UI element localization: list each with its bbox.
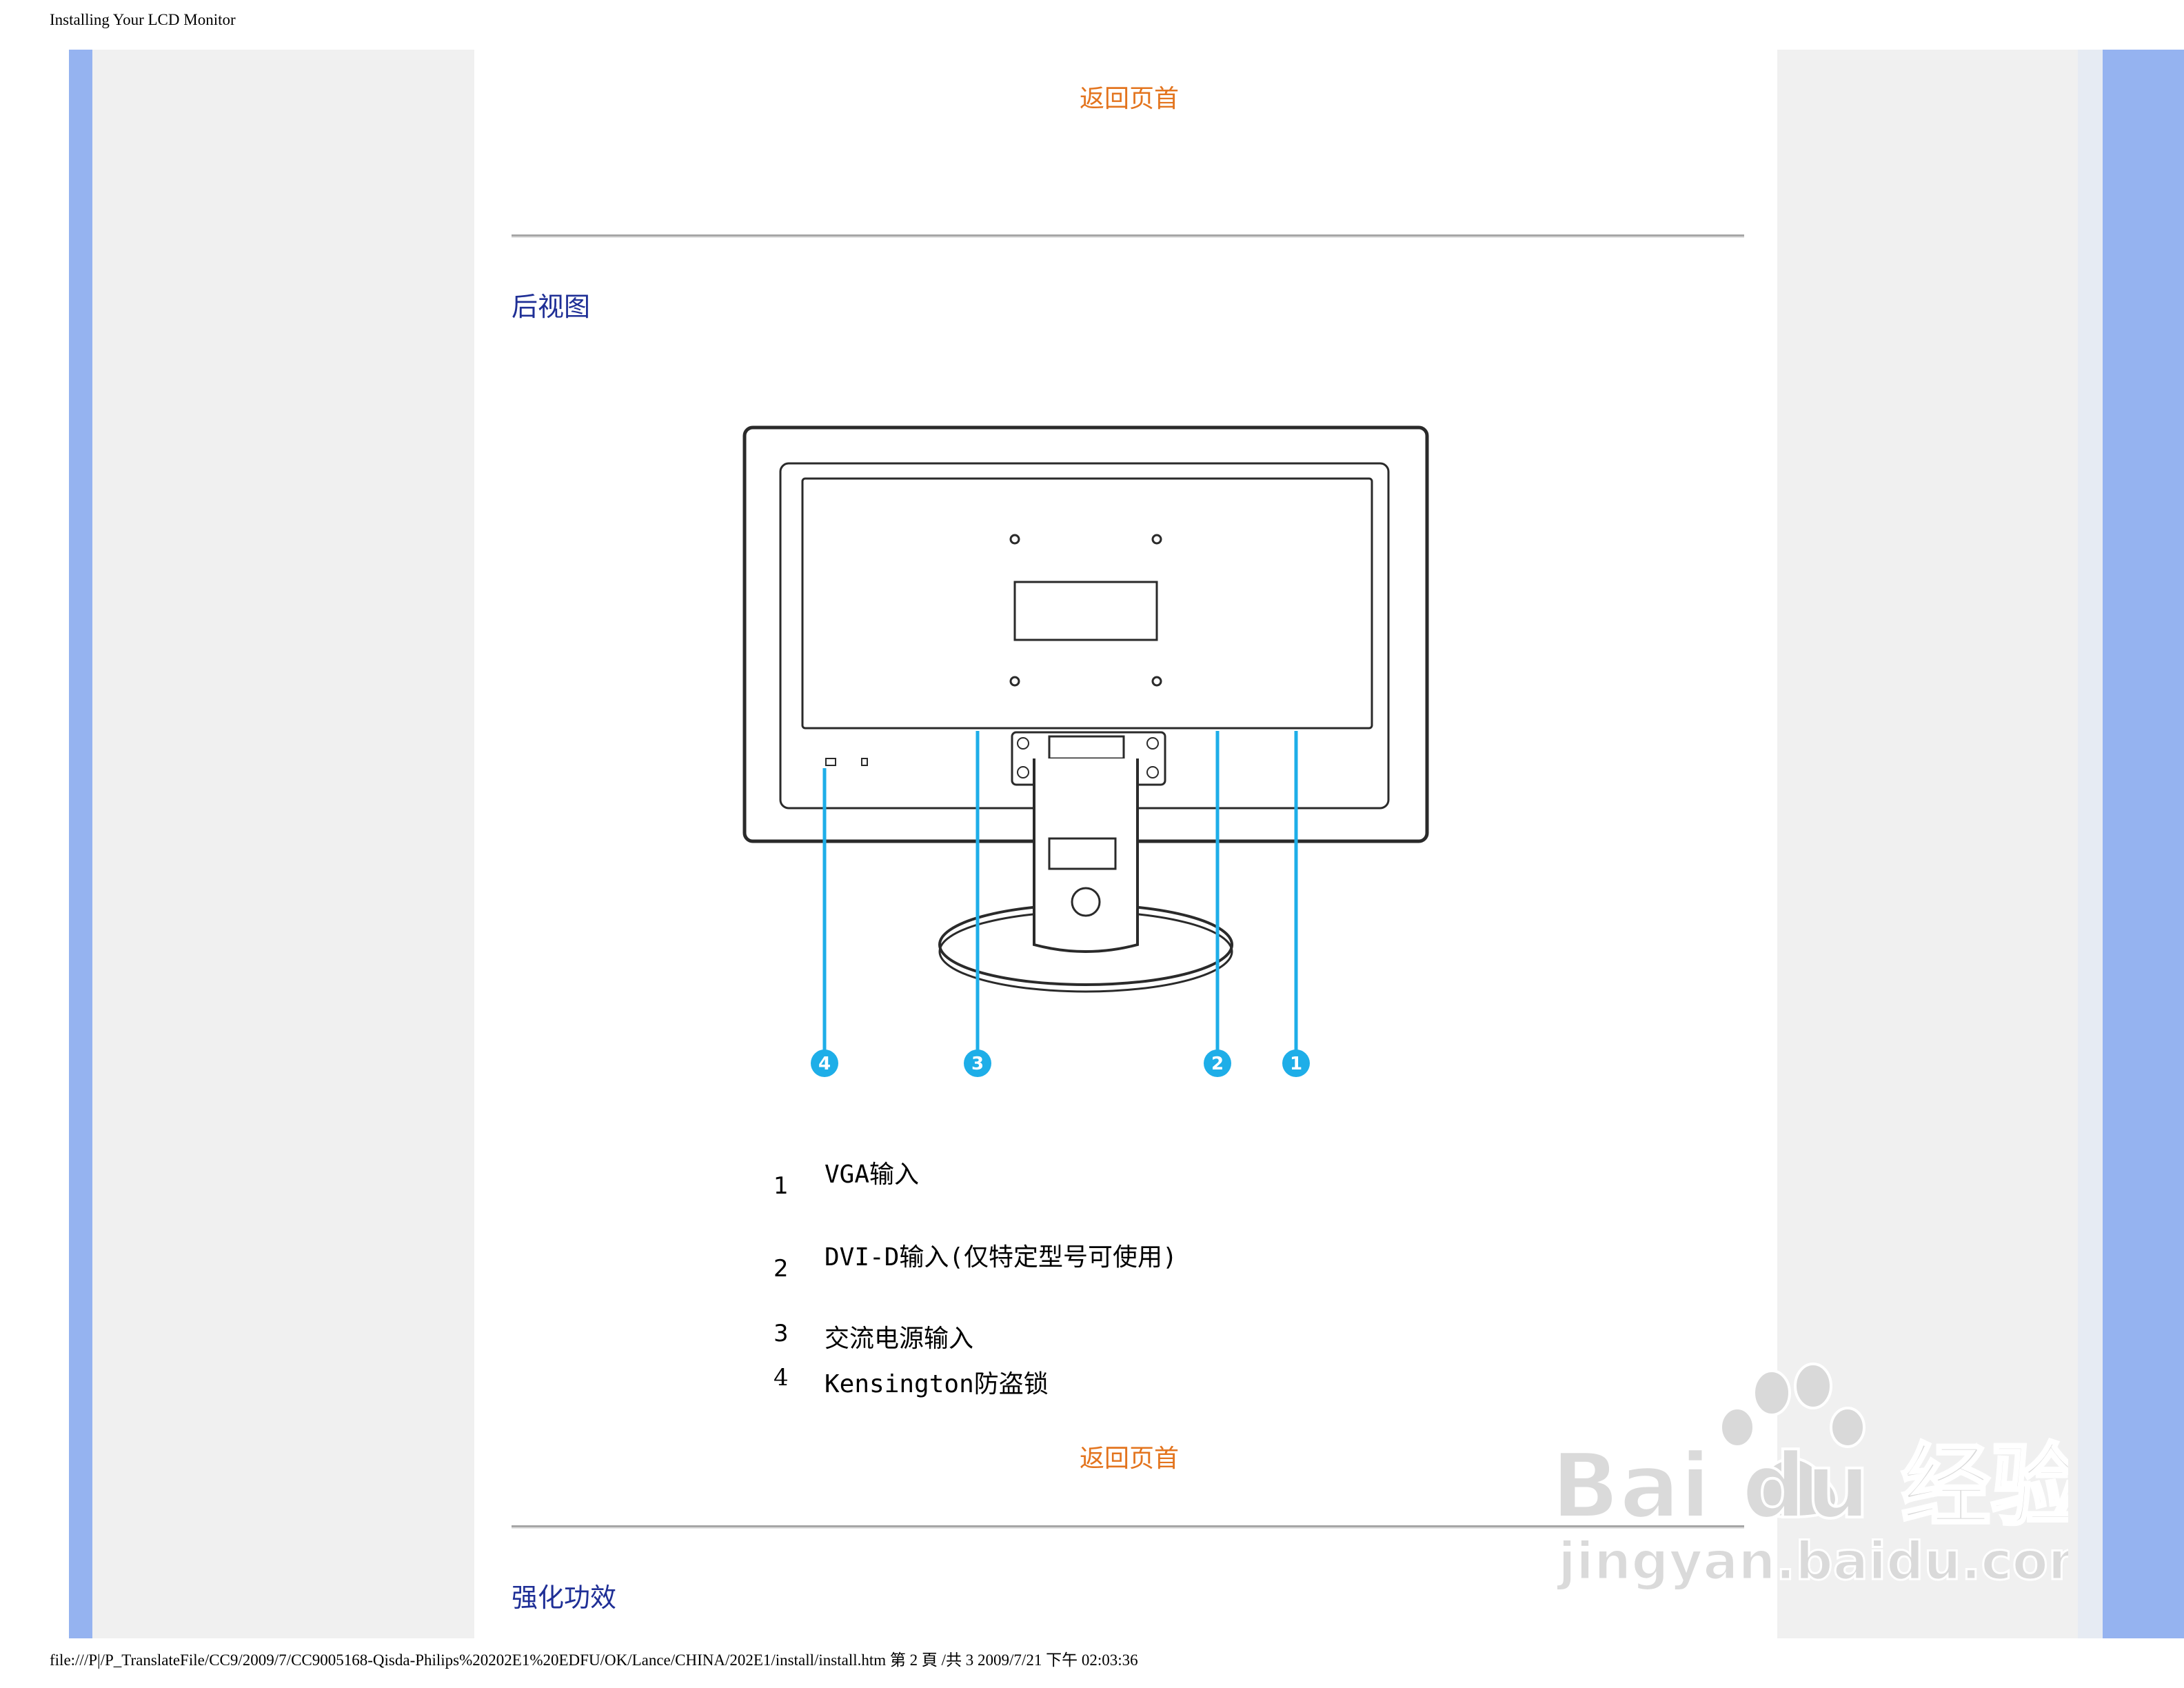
back-to-top-link[interactable]: 返回页首	[1080, 85, 1180, 113]
section-divider	[512, 1525, 1744, 1529]
list-item-number: 3	[774, 1320, 789, 1347]
stand-neck	[1033, 758, 1139, 953]
right-blue-stripe	[2103, 50, 2184, 1638]
kensington-slot-mark	[825, 758, 836, 766]
stand-cable-slot	[1048, 837, 1117, 870]
right-gray-panel	[1777, 50, 2078, 1638]
monitor-rear-diagram: 4 3 2 1	[742, 425, 1429, 1077]
vesa-hole	[1151, 534, 1162, 545]
power-mark	[861, 758, 868, 766]
left-gray-panel	[92, 50, 474, 1638]
list-item-vga-input: VGA输入	[825, 1160, 920, 1189]
port-connector	[1048, 735, 1125, 760]
print-header: Installing Your LCD Monitor	[50, 11, 236, 28]
list-item-number: 4	[774, 1364, 789, 1391]
left-blue-stripe	[69, 50, 92, 1638]
back-to-top-link[interactable]: 返回页首	[1080, 1445, 1180, 1473]
list-item-dvi-input: DVI-D输入(仅特定型号可使用)	[825, 1243, 1177, 1272]
callout-number-3: 3	[971, 1054, 984, 1074]
list-item-ac-power-input: 交流电源输入	[825, 1325, 974, 1353]
stand-button	[1071, 887, 1101, 917]
rear-view-title: 后视图	[512, 292, 591, 322]
list-item-number: 1	[774, 1172, 789, 1200]
vesa-hole	[1009, 534, 1020, 545]
label-plate	[1013, 581, 1158, 641]
monitor-back-panel	[801, 477, 1373, 730]
list-item-kensington-lock: Kensington防盗锁	[825, 1370, 1049, 1398]
section-divider	[512, 234, 1744, 238]
callout-number-1: 1	[1290, 1054, 1302, 1074]
right-light-stripe	[2078, 50, 2103, 1638]
callout-number-4: 4	[818, 1054, 831, 1074]
callout-badge-1	[1282, 1049, 1310, 1077]
enhanced-features-title: 强化功效	[512, 1582, 617, 1613]
callout-number-2: 2	[1211, 1054, 1224, 1074]
callout-badge-3	[964, 1049, 991, 1077]
callout-badge-4	[811, 1049, 838, 1077]
list-item-number: 2	[774, 1255, 789, 1283]
callout-badge-2	[1204, 1049, 1231, 1077]
vesa-hole	[1151, 676, 1162, 687]
vesa-hole	[1009, 676, 1020, 687]
print-footer: file:///P|/P_TranslateFile/CC9/2009/7/CC…	[50, 1651, 1138, 1669]
